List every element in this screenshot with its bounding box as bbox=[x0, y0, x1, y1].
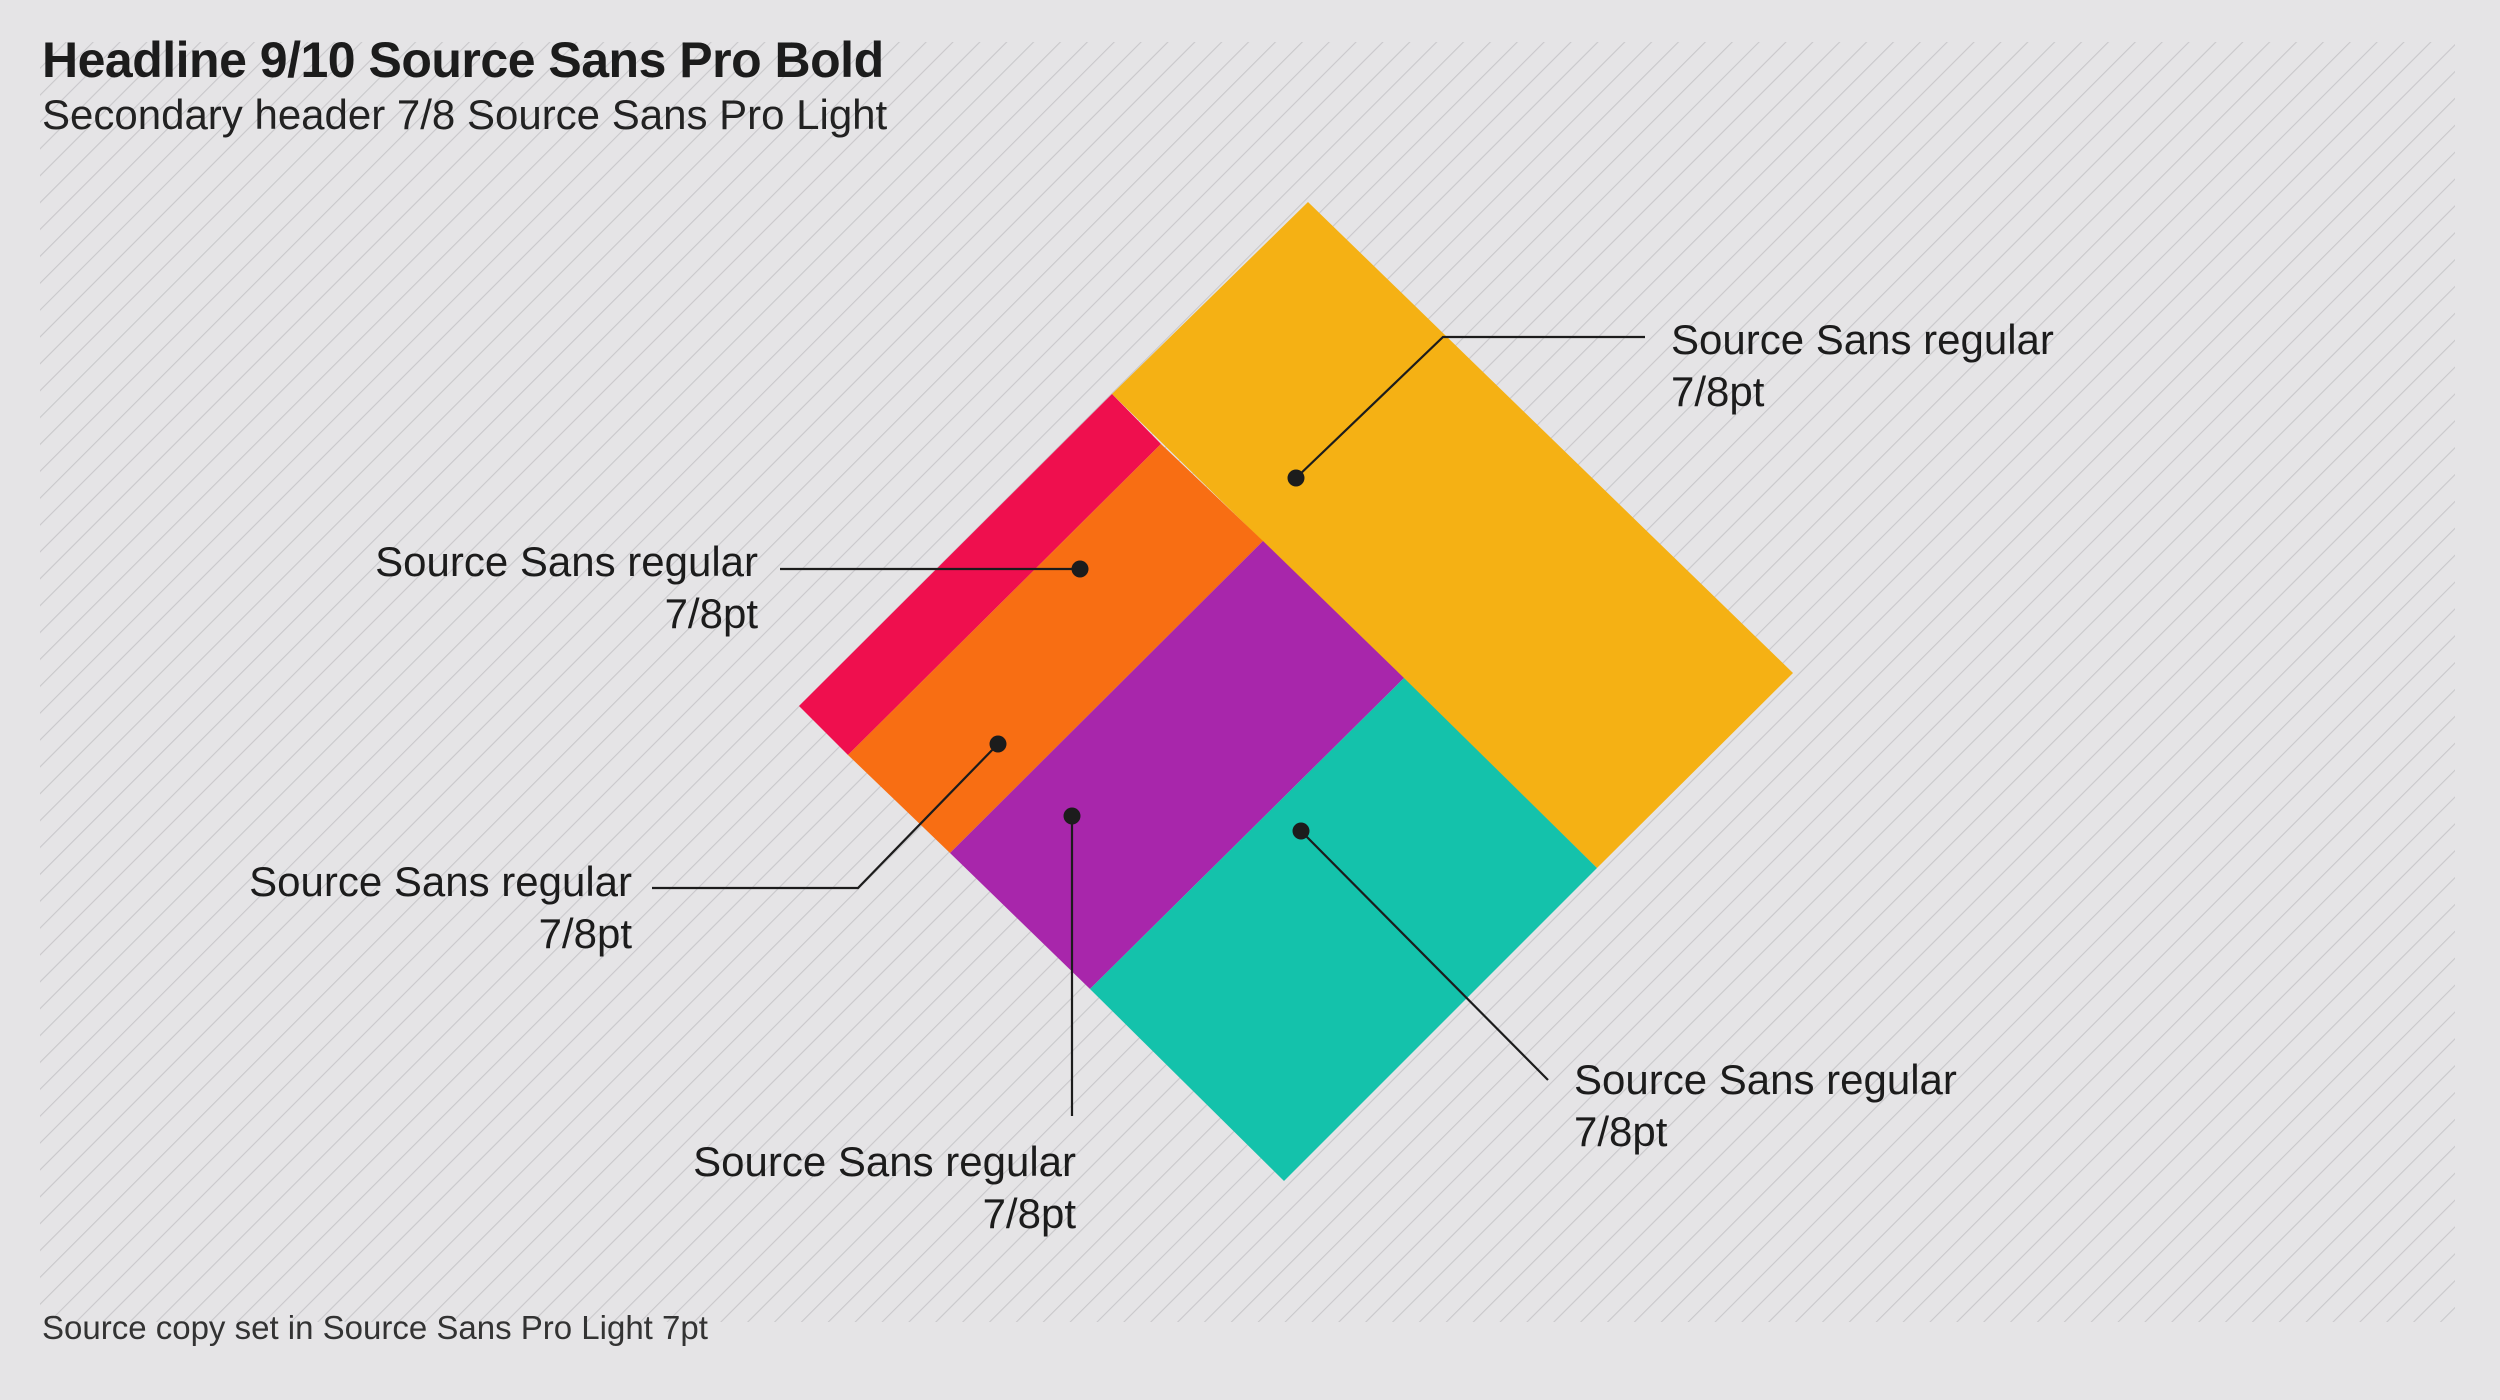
leader-line-bottom-right bbox=[1300, 830, 1549, 1081]
callout-size: 7/8pt bbox=[1574, 1108, 1668, 1155]
leader-line-top-right bbox=[1295, 335, 1645, 479]
red-block bbox=[799, 394, 1161, 755]
callout-label: Source Sans regular bbox=[1574, 1056, 1957, 1103]
callout-bottom-right: Source Sans regular 7/8pt bbox=[1574, 1054, 1957, 1158]
yellow-block bbox=[1112, 202, 1793, 868]
purple-block bbox=[950, 541, 1404, 989]
leader-line-mid-left bbox=[652, 743, 999, 890]
orange-block bbox=[848, 444, 1263, 853]
callout-bottom: Source Sans regular 7/8pt bbox=[693, 1136, 1076, 1240]
secondary-header: Secondary header 7/8 Source Sans Pro Lig… bbox=[42, 91, 888, 138]
callout-label: Source Sans regular bbox=[693, 1138, 1076, 1185]
marker-dot-orange-lower bbox=[989, 735, 1007, 753]
marker-dot-orange-upper bbox=[1071, 560, 1089, 578]
callout-top-right: Source Sans regular 7/8pt bbox=[1671, 314, 2054, 418]
callout-size: 7/8pt bbox=[538, 910, 632, 957]
callout-size: 7/8pt bbox=[1671, 368, 1765, 415]
source-note: Source copy set in Source Sans Pro Light… bbox=[42, 1309, 708, 1346]
callout-label: Source Sans regular bbox=[249, 858, 632, 905]
callout-size: 7/8pt bbox=[664, 590, 758, 637]
marker-dot-purple bbox=[1063, 807, 1081, 825]
headline: Headline 9/10 Source Sans Pro Bold bbox=[42, 32, 884, 88]
teal-block bbox=[1090, 678, 1597, 1181]
callout-label: Source Sans regular bbox=[375, 538, 758, 585]
marker-dot-teal bbox=[1292, 822, 1310, 840]
marker-dot-yellow bbox=[1287, 469, 1305, 487]
callout-size: 7/8pt bbox=[982, 1190, 1076, 1237]
callout-top-left: Source Sans regular 7/8pt bbox=[375, 536, 758, 640]
callout-label: Source Sans regular bbox=[1671, 316, 2054, 363]
callout-mid-left: Source Sans regular 7/8pt bbox=[249, 856, 632, 960]
